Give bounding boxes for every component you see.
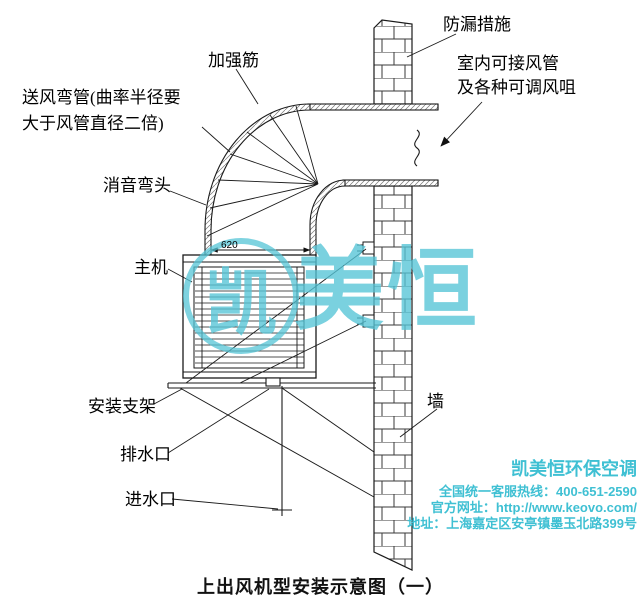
label-supply-bend-line2: 大于风管直径二倍): [22, 114, 164, 133]
brace: [179, 387, 375, 498]
brand-footer: 凯美恒环保空调 全国统一客服热线：400-651-2590 官方网址：http:…: [407, 455, 637, 532]
brand-name: 凯美恒环保空调: [511, 459, 637, 479]
label-leak-prevention: 防漏措施: [443, 15, 511, 34]
label-mount-bracket: 安装支架: [88, 397, 156, 416]
label-main-unit: 主机: [134, 258, 168, 277]
indoor-duct-arrow: [440, 101, 483, 147]
leader-lines: [153, 33, 483, 510]
label-dimension-620: 620: [221, 240, 238, 251]
diagram-caption: 上出风机型安装示意图（一）: [197, 577, 444, 597]
wall-fixtures: [357, 241, 375, 328]
watermark-text: 美恒: [294, 241, 480, 341]
duct: [307, 103, 439, 187]
elbow: [204, 103, 346, 256]
watermark-logo-circle: 凯: [183, 238, 299, 354]
duct-break-symbol: [414, 129, 420, 167]
stiffener-ribs: [206, 105, 319, 237]
water-pipe: [265, 377, 292, 516]
label-drain-outlet: 排水口: [120, 445, 171, 464]
label-silencer-elbow: 消音弯头: [103, 176, 171, 195]
label-indoor-duct-line2: 及各种可调风咀: [457, 78, 576, 97]
brand-hotline: 全国统一客服热线：400-651-2590: [439, 484, 637, 499]
brand-website: 官方网址：http://www.keovo.com/: [430, 500, 637, 515]
label-indoor-duct-line1: 室内可接风管: [457, 54, 559, 73]
label-water-inlet: 进水口: [125, 490, 176, 509]
brand-address: 地址：上海嘉定区安亭镇墨玉北路399号: [407, 516, 637, 531]
label-supply-bend-line1: 送风弯管(曲率半径要: [22, 88, 181, 107]
drain-fitting: [265, 377, 281, 387]
watermark-first-char: 凯: [204, 263, 277, 344]
label-stiffener: 加强筋: [208, 51, 259, 70]
label-wall: 墙: [427, 392, 444, 411]
